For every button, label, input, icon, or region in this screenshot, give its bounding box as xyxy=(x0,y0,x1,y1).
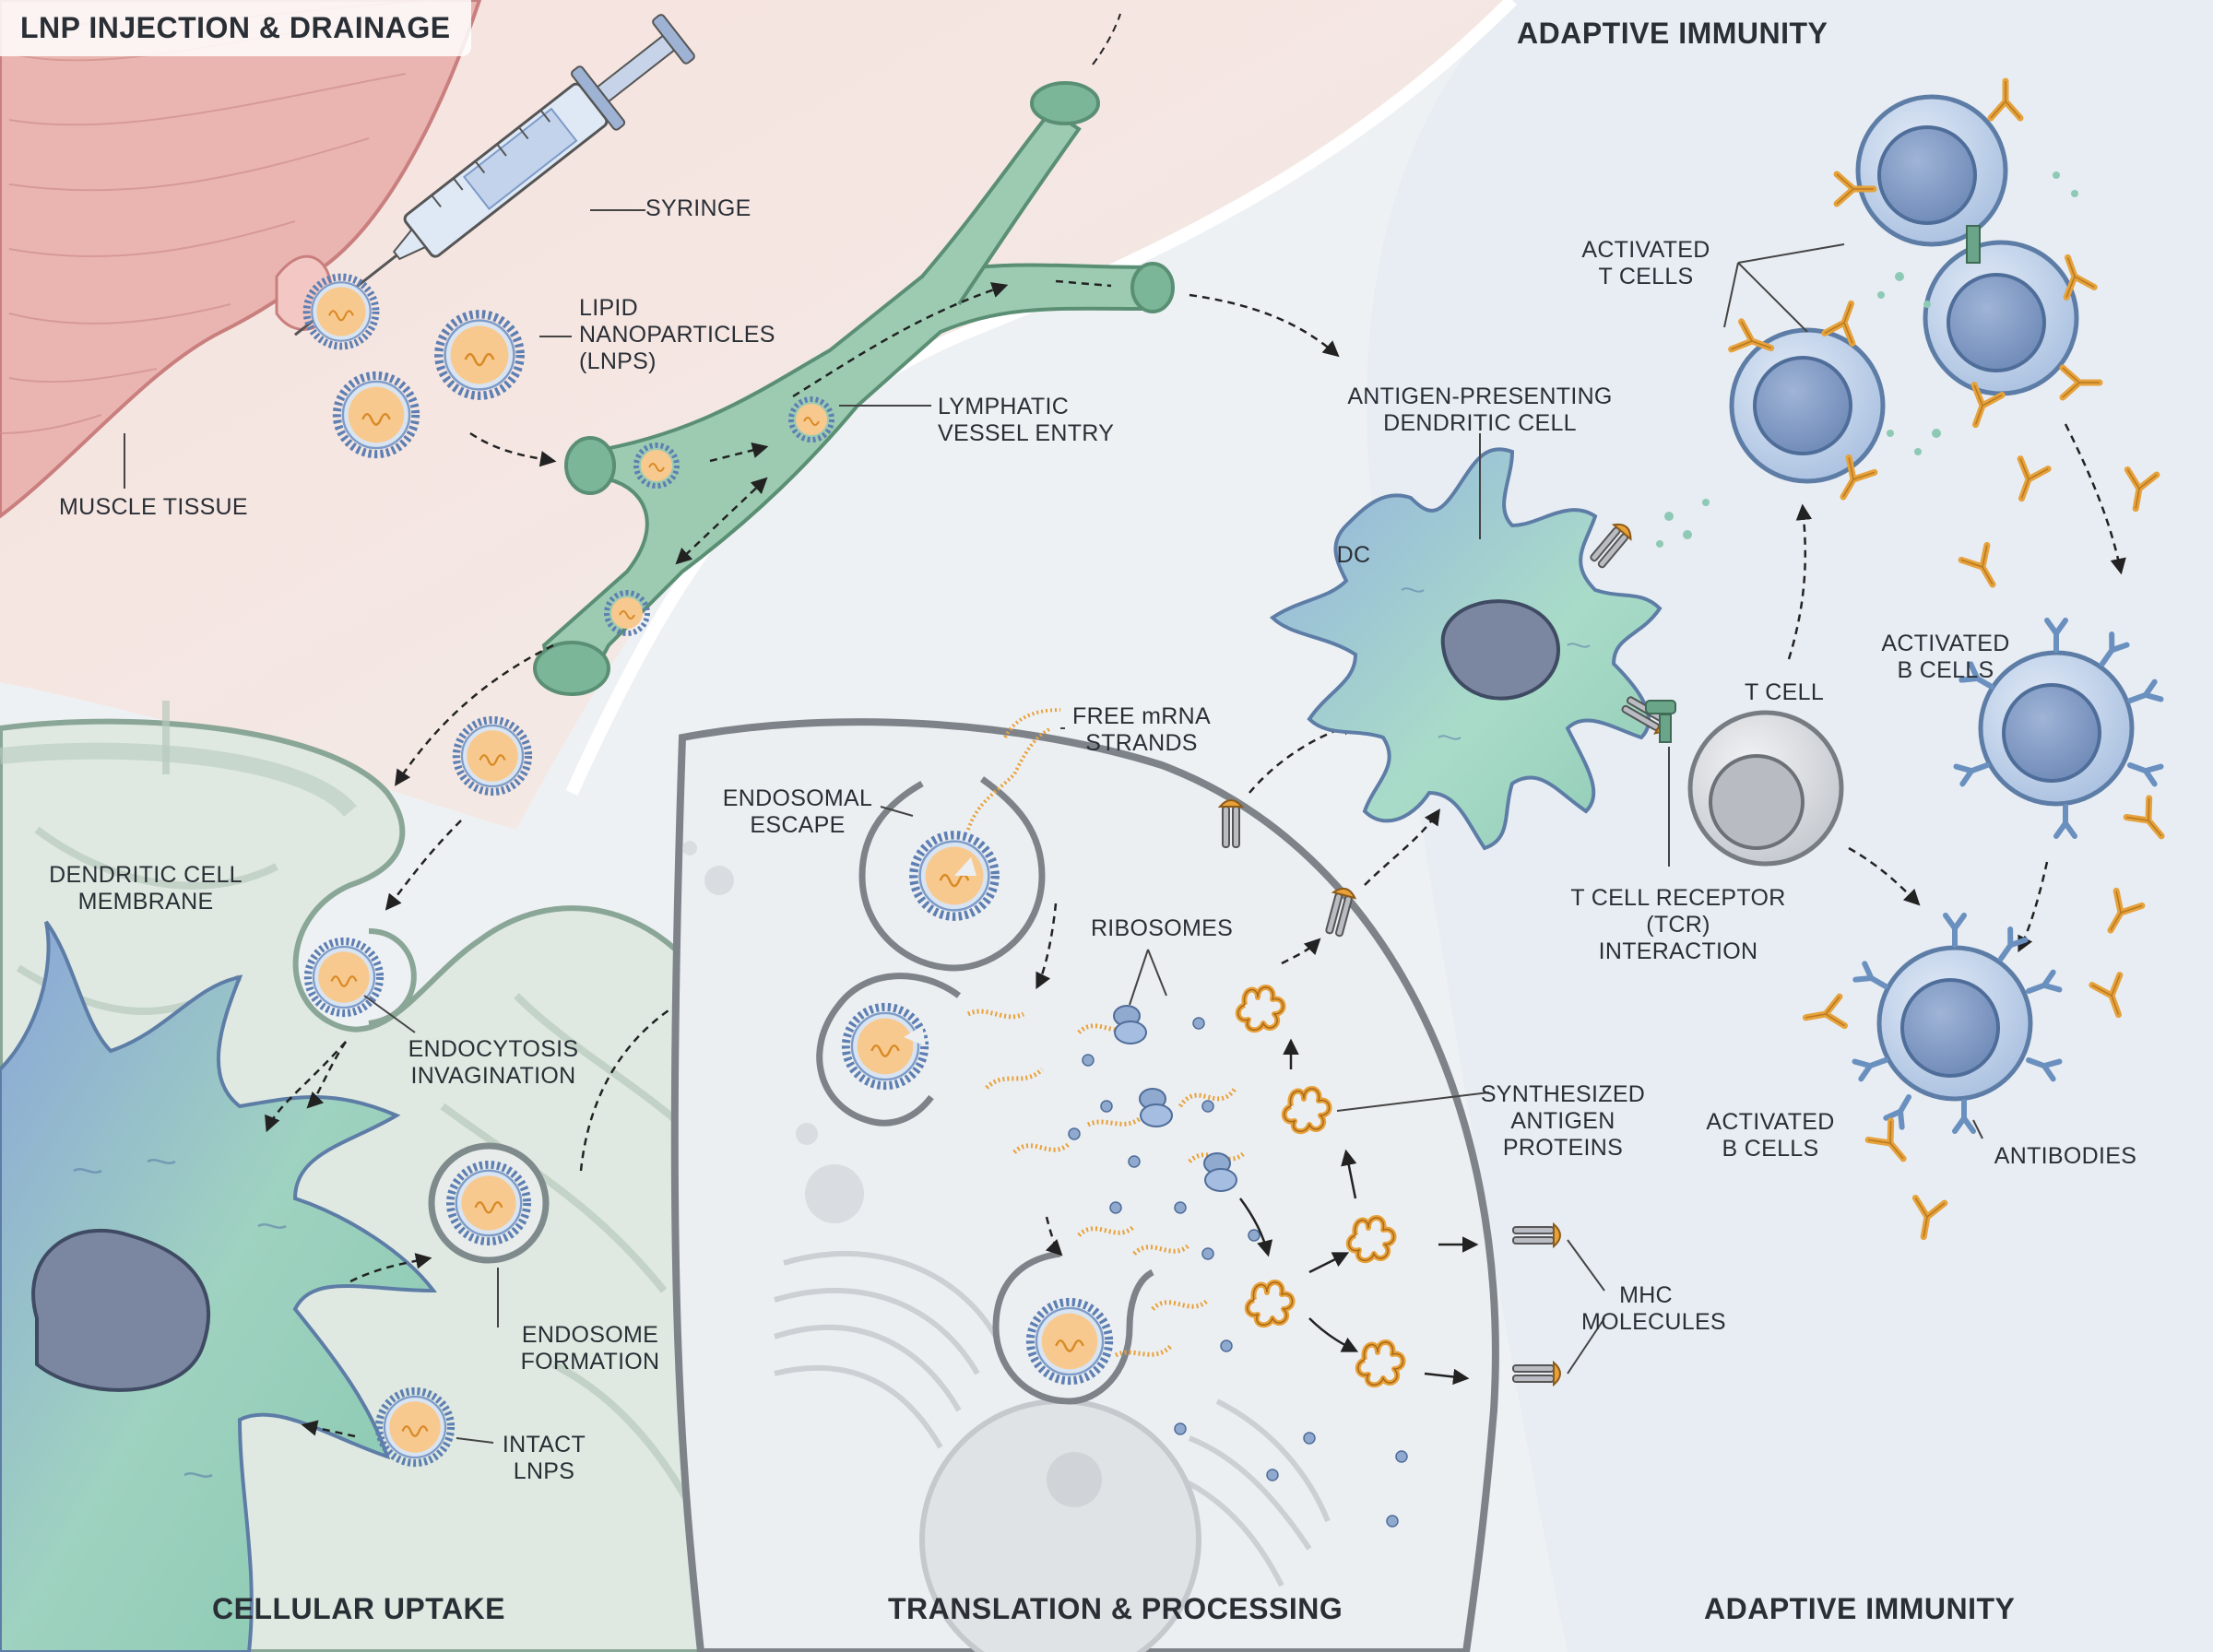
label-activated-t-cells: ACTIVATED T CELLS xyxy=(1581,237,1710,289)
label-dc: DC xyxy=(1336,542,1371,568)
label-dc-membrane: DENDRITIC CELL MEMBRANE xyxy=(49,862,243,914)
section-title-translation: TRANSLATION & PROCESSING xyxy=(888,1592,1343,1625)
label-lnps: LIPID NANOPARTICLES (LNPS) xyxy=(579,295,775,374)
section-title-adaptive-top: ADAPTIVE IMMUNITY xyxy=(1517,17,1828,50)
dendritic-cell-body xyxy=(0,920,438,1652)
escaping-endosome xyxy=(992,1250,1154,1405)
cytokine-dots xyxy=(1656,171,2078,548)
translation-cell xyxy=(670,718,1499,1652)
label-endosome-formation: ENDOSOME FORMATION xyxy=(520,1322,660,1375)
label-apc-dc: ANTIGEN-PRESENTING DENDRITIC CELL xyxy=(1347,384,1613,436)
activated-b-cell xyxy=(1957,620,2161,836)
label-lymphatic-entry: LYMPHATIC VESSEL ENTRY xyxy=(938,394,1115,446)
label-ribosomes: RIBOSOMES xyxy=(1090,915,1234,941)
label-antibodies: ANTIBODIES xyxy=(1994,1143,2137,1169)
escaping-endosome xyxy=(858,708,1061,972)
label-synthesized-antigen: SYNTHESIZED ANTIGEN PROTEINS xyxy=(1480,1081,1646,1161)
ribosome-dots xyxy=(1068,1017,1408,1528)
label-activated-b-cells-bottom: ACTIVATED B CELLS xyxy=(1706,1109,1835,1162)
label-tcr: T CELL RECEPTOR (TCR) INTERACTION xyxy=(1570,885,1786,964)
endosome-vesicle xyxy=(428,1142,550,1264)
section-title-injection: LNP INJECTION & DRAINAGE xyxy=(20,11,451,44)
lymphatic-vessel xyxy=(533,13,1175,696)
label-muscle-tissue: MUSCLE TISSUE xyxy=(59,494,248,520)
label-endosomal-escape: ENDOSOMAL ESCAPE xyxy=(722,785,873,838)
label-free-mrna: FREE mRNA STRANDS xyxy=(1072,703,1211,756)
label-endocytosis: ENDOCYTOSIS INVAGINATION xyxy=(408,1036,579,1089)
label-syringe: SYRINGE xyxy=(645,195,751,221)
t-cell xyxy=(1687,710,1844,867)
escaping-endosome xyxy=(816,973,962,1127)
label-activated-b-cells-top: ACTIVATED B CELLS xyxy=(1881,631,2010,683)
activated-b-cell xyxy=(1855,915,2060,1131)
label-t-cell: T CELL xyxy=(1744,679,1825,705)
tcr-complex xyxy=(1645,700,1676,743)
section-title-uptake: CELLULAR UPTAKE xyxy=(212,1592,505,1625)
label-mhc: MHC MOLECULES xyxy=(1581,1282,1726,1335)
section-title-adaptive-bottom: ADAPTIVE IMMUNITY xyxy=(1704,1592,2016,1625)
label-intact-lnps: INTACT LNPS xyxy=(502,1432,586,1484)
antigen-presenting-dendritic-cell xyxy=(1269,447,1663,851)
section-title-box: LNP INJECTION & DRAINAGE xyxy=(0,0,471,56)
activated-t-cells xyxy=(1732,81,2100,504)
